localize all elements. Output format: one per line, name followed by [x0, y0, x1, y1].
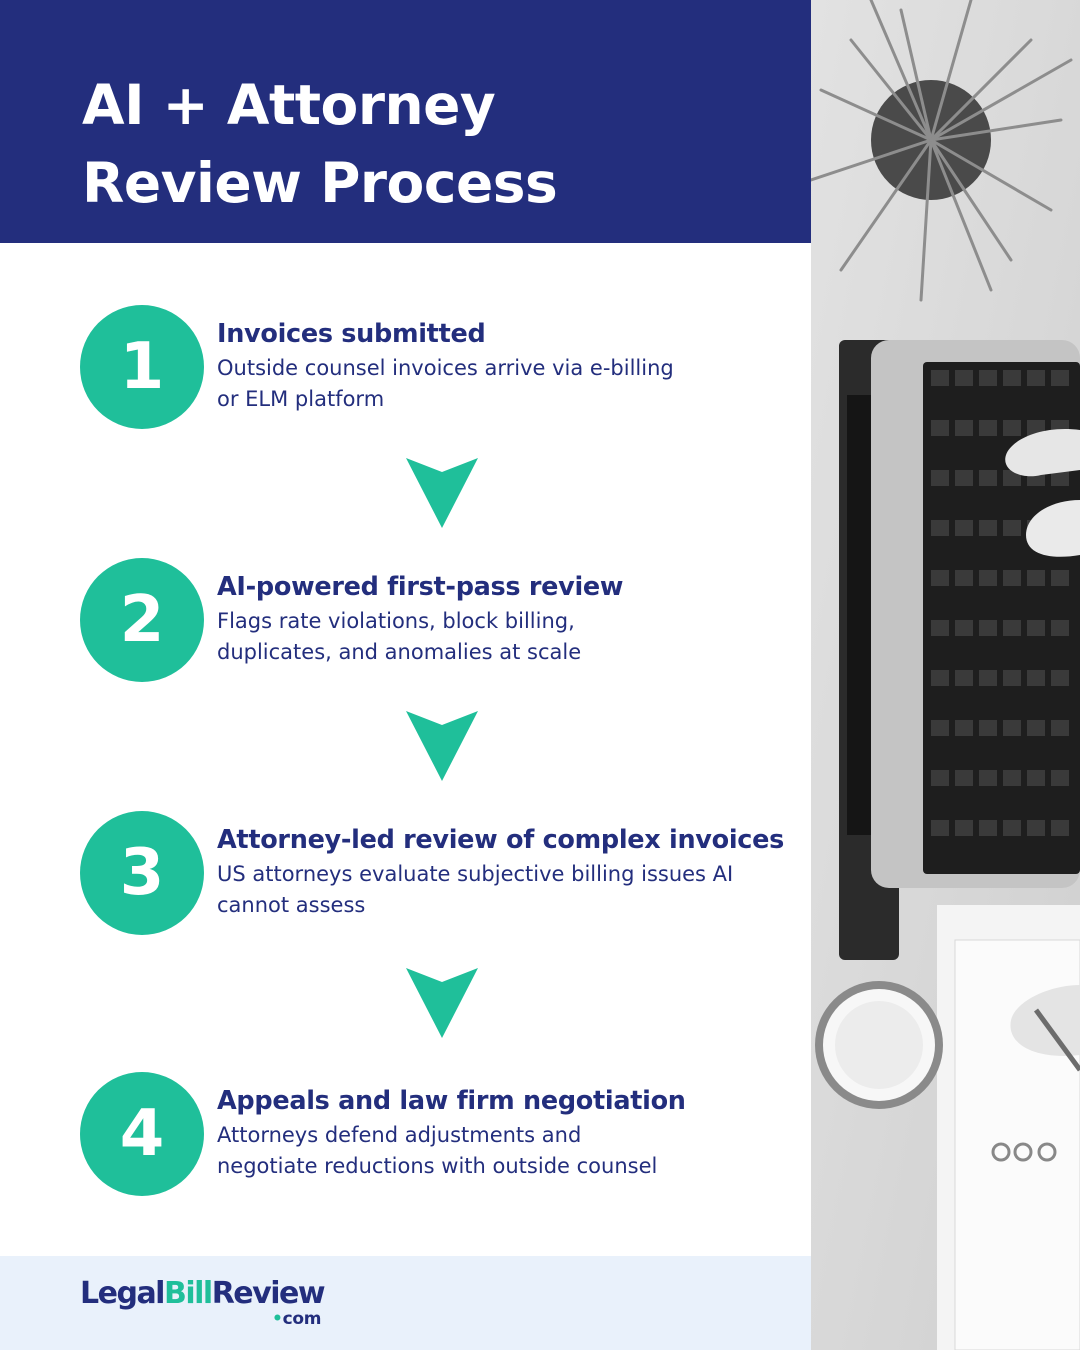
brand-logo: LegalBillReview •com — [80, 1276, 340, 1336]
title-line-1: AI + Attorney — [82, 73, 496, 137]
step-3: 3 Attorney-led review of complex invoice… — [80, 811, 800, 935]
laptop-icon — [839, 340, 1080, 960]
plant-icon — [811, 0, 1073, 302]
step-description: Attorneys defend adjustments and negotia… — [217, 1123, 658, 1178]
notebook-icon — [937, 905, 1080, 1350]
logo-domain: •com — [272, 1309, 322, 1329]
step-title: Appeals and law firm negotiation — [217, 1086, 686, 1116]
step-description: US attorneys evaluate subjective billing… — [217, 862, 734, 917]
step-number-badge: 3 — [80, 811, 204, 935]
page-title: AI + Attorney Review Process — [82, 66, 558, 222]
step-number-badge: 1 — [80, 305, 204, 429]
header-banner: AI + Attorney Review Process — [0, 0, 811, 243]
step-title: Attorney-led review of complex invoices — [217, 825, 784, 855]
infographic-panel: AI + Attorney Review Process 1 Invoices … — [0, 0, 811, 1350]
arrow-down-icon — [406, 458, 478, 528]
arrow-down-icon — [406, 711, 478, 781]
desk-photo-illustration — [811, 0, 1080, 1350]
title-line-2: Review Process — [82, 151, 558, 215]
coffee-cup-icon — [815, 981, 943, 1109]
footer-bar: LegalBillReview •com — [0, 1256, 811, 1350]
step-title: AI-powered first-pass review — [217, 572, 624, 602]
desk-photo — [811, 0, 1080, 1350]
logo-wordmark: LegalBillReview — [80, 1276, 326, 1311]
step-number-badge: 2 — [80, 558, 204, 682]
step-4: 4 Appeals and law firm negotiation Attor… — [80, 1072, 800, 1196]
step-1: 1 Invoices submitted Outside counsel inv… — [80, 305, 800, 429]
step-description: Flags rate violations, block billing, du… — [217, 609, 582, 664]
step-2: 2 AI-powered first-pass review Flags rat… — [80, 558, 800, 682]
step-number-badge: 4 — [80, 1072, 204, 1196]
step-description: Outside counsel invoices arrive via e-bi… — [217, 356, 674, 411]
arrow-down-icon — [406, 968, 478, 1038]
step-title: Invoices submitted — [217, 319, 486, 349]
